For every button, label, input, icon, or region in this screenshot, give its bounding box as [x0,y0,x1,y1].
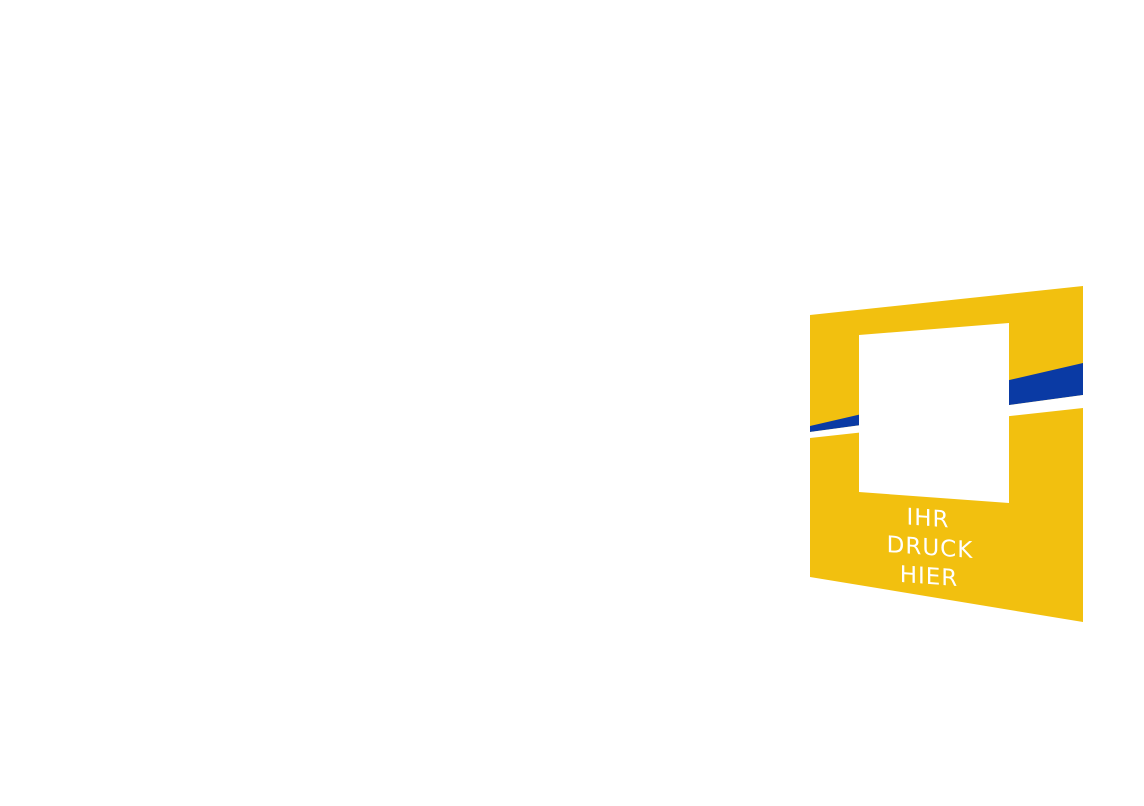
label-line-2: DRUCK [887,532,974,564]
print-window [859,323,1009,503]
label-line-3: HIER [900,562,959,592]
print-label: IHR DRUCK HIER [887,504,974,592]
label-line-1: IHR [906,504,949,533]
